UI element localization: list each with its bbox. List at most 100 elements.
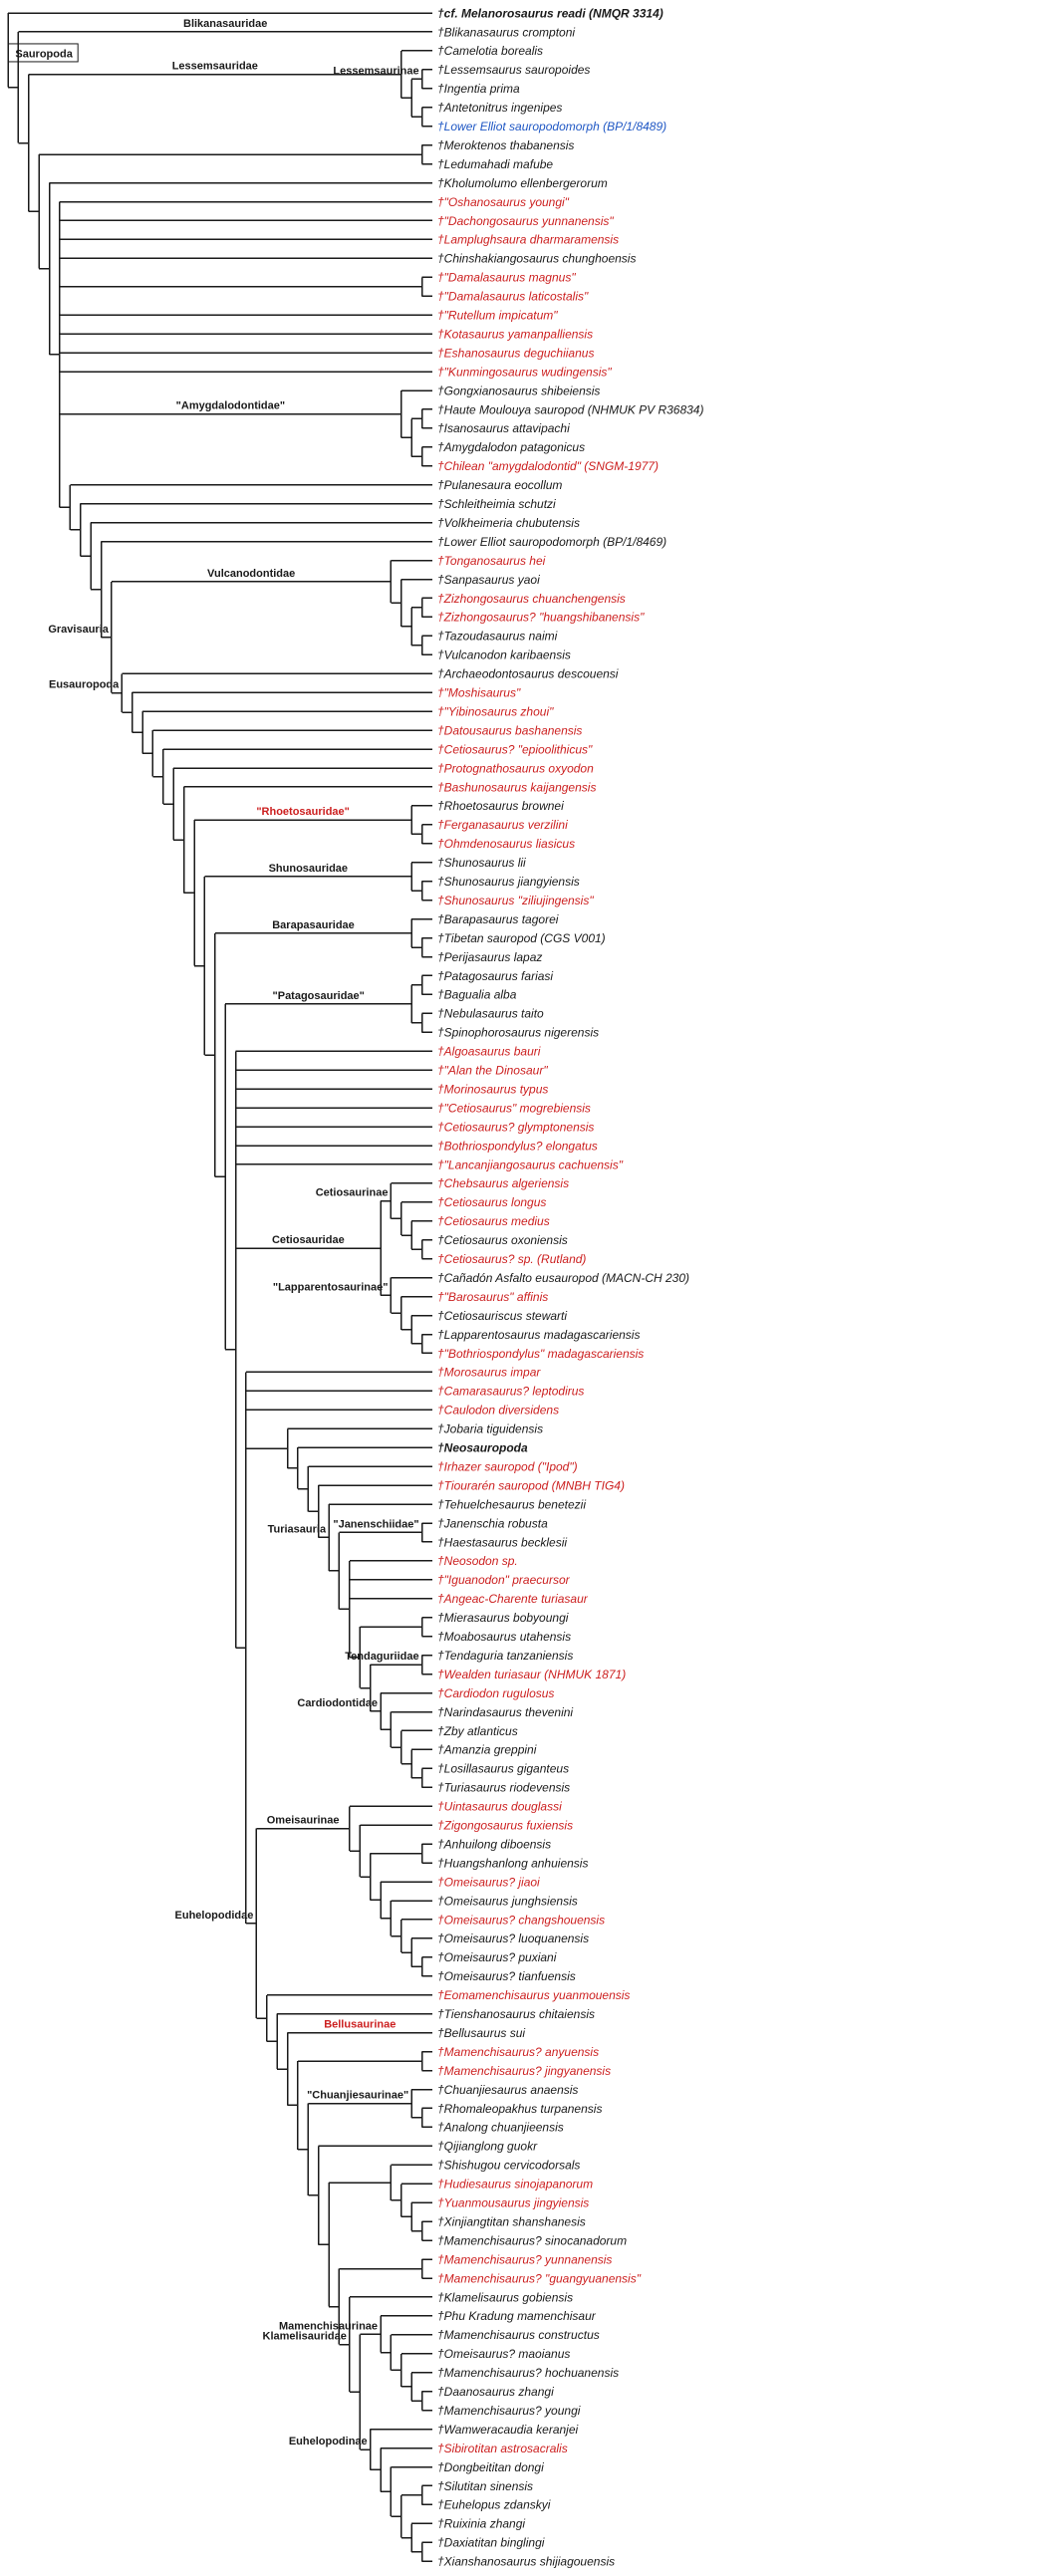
taxon-label: †"Yibinosaurus zhoui" bbox=[437, 704, 554, 718]
taxon-label: †Haestasaurus becklesii bbox=[437, 1535, 567, 1549]
taxon-label: †Euhelopus zdanskyi bbox=[437, 2498, 551, 2512]
taxon-label: †Nebulasaurus taito bbox=[437, 1007, 544, 1021]
taxon-label: †Analong chuanjieensis bbox=[437, 2121, 564, 2135]
taxon-label: †Mamenchisaurus constructus bbox=[437, 2328, 600, 2342]
clade-label: Tendaguriidae bbox=[345, 1651, 418, 1663]
taxon-label: †Kholumolumo ellenbergerorum bbox=[437, 176, 608, 190]
taxon-label: †Camelotia borealis bbox=[437, 44, 543, 58]
taxon-label: †Tienshanosaurus chitaiensis bbox=[437, 2007, 595, 2021]
clade-label: Barapasauridae bbox=[272, 919, 355, 931]
taxon-label: †Ohmdenosaurus liasicus bbox=[437, 837, 575, 851]
clade-label: "Chuanjiesaurinae" bbox=[307, 2090, 408, 2102]
clade-label: Bellusaurinae bbox=[324, 2019, 396, 2031]
clade-label: "Rhoetosauridae" bbox=[256, 806, 350, 818]
taxon-label: †cf. Melanorosaurus readi (NMQR 3314) bbox=[437, 6, 664, 20]
taxon-label: †Archaeodontosaurus descouensi bbox=[437, 667, 619, 681]
taxon-label: †Spinophorosaurus nigerensis bbox=[437, 1026, 599, 1040]
taxon-label: †Patagosaurus fariasi bbox=[437, 969, 553, 983]
taxon-label: †Shunosaurus jiangyiensis bbox=[437, 875, 580, 889]
taxon-label: †Rhomaleopakhus turpanensis bbox=[437, 2102, 602, 2116]
taxon-label: †Tiourarén sauropod (MNBH TIG4) bbox=[437, 1478, 625, 1492]
taxon-label: †Rhoetosaurus brownei bbox=[437, 799, 564, 813]
taxon-label: †Antetonitrus ingenipes bbox=[437, 101, 562, 115]
taxon-label: †Omeisaurus? jiaoi bbox=[437, 1875, 540, 1889]
tree-labels: †cf. Melanorosaurus readi (NMQR 3314) Sau… bbox=[7, 6, 703, 2569]
clade-label: "Lapparentosaurinae" bbox=[273, 1281, 389, 1293]
taxon-label: †Dongbeititan dongi bbox=[437, 2460, 544, 2474]
taxon-label: †Mamenchisaurus? yunnanensis bbox=[437, 2252, 612, 2266]
taxon-label: †Mamenchisaurus? youngi bbox=[437, 2404, 581, 2418]
clade-label: Cetiosauridae bbox=[272, 1234, 345, 1246]
clade-label: Gravisauria bbox=[48, 624, 109, 636]
taxon-label: †Bellusaurus sui bbox=[437, 2026, 525, 2040]
taxon-label: †"Rutellum impicatum" bbox=[437, 309, 558, 323]
taxon-label: †"Bothriospondylus" madagascariensis bbox=[437, 1347, 644, 1361]
taxon-label: †"Kunmingosaurus wudingensis" bbox=[437, 365, 612, 379]
taxon-label: †Tehuelchesaurus benetezii bbox=[437, 1497, 586, 1511]
taxon-label: †Turiasaurus riodevensis bbox=[437, 1781, 570, 1795]
taxon-label: †Janenschia robusta bbox=[437, 1516, 548, 1530]
taxon-label: †Tazoudasaurus naimi bbox=[437, 630, 558, 644]
taxon-label: †Uintasaurus douglassi bbox=[437, 1800, 562, 1814]
taxon-label: †Morosaurus impar bbox=[437, 1366, 541, 1380]
clade-label: "Patagosauridae" bbox=[273, 990, 365, 1002]
taxon-label: †Omeisaurus? tianfuensis bbox=[437, 1969, 576, 1983]
taxon-label: †Cardiodon rugulosus bbox=[437, 1686, 554, 1700]
taxon-label: †Xianshanosaurus shijiagouensis bbox=[437, 2555, 615, 2569]
clade-label: Blikanasauridae bbox=[183, 18, 267, 30]
taxon-label: †Daanosaurus zhangi bbox=[437, 2385, 554, 2399]
taxon-label: †Meroktenos thabanensis bbox=[437, 138, 574, 152]
taxon-label: †"Alan the Dinosaur" bbox=[437, 1064, 548, 1078]
taxon-label: †Cetiosaurus? sp. (Rutland) bbox=[437, 1252, 586, 1266]
taxon-label: †Lessemsaurus sauropoides bbox=[437, 63, 590, 77]
taxon-label: †Daxiatitan binglingi bbox=[437, 2536, 545, 2550]
taxon-label: †Mamenchisaurus? jingyanensis bbox=[437, 2064, 611, 2078]
taxon-label: †Zby atlanticus bbox=[437, 1724, 518, 1738]
taxon-label: †Cetiosaurus oxoniensis bbox=[437, 1233, 568, 1247]
taxon-label: †Qijianglong guokr bbox=[437, 2140, 538, 2154]
clade-label: Sauropoda bbox=[15, 48, 73, 60]
taxon-label: †Yuanmousaurus jingyiensis bbox=[437, 2196, 589, 2210]
taxon-label: †Narindasaurus thevenini bbox=[437, 1705, 573, 1719]
taxon-label: †Wealden turiasaur (NHMUK 1871) bbox=[437, 1668, 626, 1681]
taxon-label: †Mamenchisaurus? "guangyuanensis" bbox=[437, 2271, 642, 2285]
taxon-label: †Cetiosaurus medius bbox=[437, 1214, 550, 1228]
taxon-label: †Algoasaurus bauri bbox=[437, 1045, 541, 1059]
taxon-label: †Schleitheimia schutzi bbox=[437, 497, 556, 511]
taxon-label: †Gongxianosaurus shibeiensis bbox=[437, 384, 600, 397]
taxon-label: †Isanosaurus attavipachi bbox=[437, 421, 570, 435]
taxon-label: †Tonganosaurus hei bbox=[437, 554, 546, 568]
taxon-label: †Caulodon diversidens bbox=[437, 1404, 559, 1417]
taxon-label: †Sibirotitan astrosacralis bbox=[437, 2442, 568, 2455]
taxon-label: †Anhuilong diboensis bbox=[437, 1837, 551, 1851]
taxon-label: †Blikanasaurus cromptoni bbox=[437, 25, 575, 39]
taxon-label: †Mamenchisaurus? sinocanadorum bbox=[437, 2233, 627, 2247]
taxon-label: †Cañadón Asfalto eusauropod (MACN-CH 230… bbox=[437, 1271, 689, 1285]
taxon-label: †Shishugou cervicodorsals bbox=[437, 2159, 580, 2173]
taxon-label: †Perijasaurus lapaz bbox=[437, 950, 542, 964]
clade-label: Klamelisauridae bbox=[263, 2331, 347, 2343]
taxon-label: †Zizhongosaurus? "huangshibanensis" bbox=[437, 611, 645, 625]
tree-branches bbox=[7, 12, 432, 2562]
taxon-label: †Hudiesaurus sinojapanorum bbox=[437, 2178, 593, 2191]
taxon-label: †Morinosaurus typus bbox=[437, 1082, 548, 1096]
taxon-label: †Volkheimeria chubutensis bbox=[437, 516, 580, 530]
clade-label: Mamenchisaurinae bbox=[279, 2320, 378, 2332]
taxon-label: †Lapparentosaurus madagascariensis bbox=[437, 1328, 640, 1342]
taxon-label: †Ferganasaurus verzilini bbox=[437, 818, 568, 832]
clade-label: Lessemsaurinae bbox=[333, 65, 418, 77]
taxon-label: †Bagualia alba bbox=[437, 988, 517, 1002]
taxon-label: †Klamelisaurus gobiensis bbox=[437, 2290, 573, 2304]
taxon-label: †Neosodon sp. bbox=[437, 1554, 518, 1568]
taxon-label: †Ruixinia zhangi bbox=[437, 2517, 525, 2531]
taxon-label: †Ledumahadi mafube bbox=[437, 157, 553, 171]
taxon-label: †Amanzia greppini bbox=[437, 1743, 537, 1757]
taxon-label: †Omeisaurus junghsiensis bbox=[437, 1894, 578, 1908]
taxon-label: †Cetiosaurus longus bbox=[437, 1195, 546, 1209]
taxon-label: †Silutitan sinensis bbox=[437, 2479, 533, 2493]
clade-label: Cardiodontidae bbox=[297, 1697, 378, 1709]
clade-label: Lessemsauridae bbox=[172, 61, 258, 73]
taxon-label: †Protognathosaurus oxyodon bbox=[437, 761, 594, 775]
taxon-label: †Bothriospondylus? elongatus bbox=[437, 1139, 598, 1153]
taxon-label: †Cetiosaurus? "epioolithicus" bbox=[437, 742, 593, 756]
